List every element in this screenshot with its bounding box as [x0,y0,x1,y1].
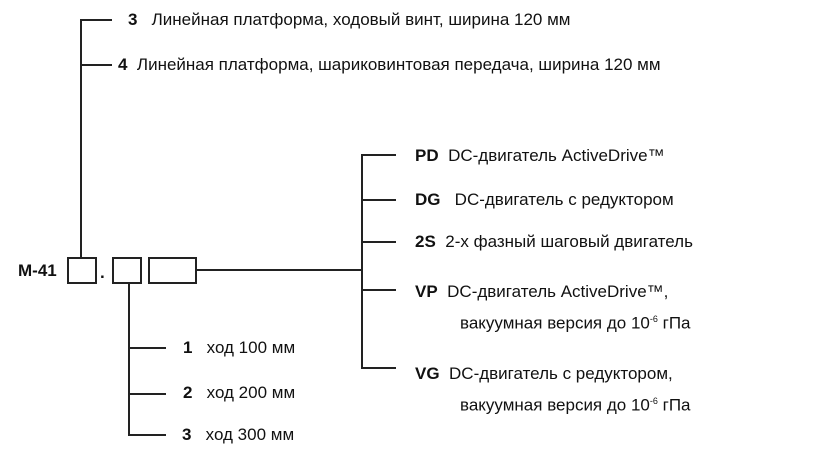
connector-line [361,241,396,243]
platform-option: 4 Линейная платформа, шариковинтовая пер… [118,55,661,75]
option-code: VP [415,282,438,301]
option-text: Линейная платформа, ходовый винт, ширина… [151,10,571,29]
option-code: 3 [182,425,192,444]
connector-line [80,19,82,258]
motor-option: DG DC-двигатель с редуктором [415,190,674,210]
unit: гПа [657,313,691,333]
motor-option-line2: вакуумная версия до 10-6 гПа [460,309,691,334]
connector-line [128,347,166,349]
option-code: 2 [183,383,193,402]
option-code: 2S [415,232,436,251]
travel-code-box [112,257,142,284]
separator-dot: . [100,263,105,282]
platform-option: 3 Линейная платформа, ходовый винт, шири… [128,10,571,30]
connector-line [361,367,396,369]
connector-line [197,269,363,271]
connector-line [128,393,166,395]
connector-line [128,434,166,436]
motor-option: VG DC-двигатель с редуктором, [415,364,673,384]
option-code: 3 [128,10,138,29]
option-text: Линейная платформа, шариковинтовая перед… [136,55,661,74]
motor-option-line2: вакуумная версия до 10-6 гПа [460,391,691,416]
travel-option: 2 ход 200 мм [183,383,295,403]
connector-line [361,154,396,156]
connector-line [128,284,130,436]
connector-line [361,289,396,291]
motor-option: 2S 2-х фазный шаговый двигатель [415,232,693,252]
option-code: VG [415,364,440,383]
option-text: DC-двигатель с редуктором [454,190,674,209]
option-code: 4 [118,55,128,74]
option-text: вакуумная версия до 10 [460,395,650,415]
connector-line [361,154,363,369]
model-prefix: M-41 [18,261,57,280]
connector-line [361,199,396,201]
travel-option: 3 ход 300 мм [182,425,294,445]
motor-option: PD DC-двигатель ActiveDrive™ [415,146,665,166]
platform-code-box [67,257,97,284]
connector-line [80,19,112,21]
option-text: DC-двигатель ActiveDrive™ [448,146,665,165]
option-text: 2-х фазный шаговый двигатель [445,232,693,251]
option-text: ход 200 мм [206,383,296,402]
option-code: PD [415,146,439,165]
connector-line [80,64,112,66]
unit: гПа [657,395,691,415]
exponent: -6 [649,314,658,324]
option-text: DC-двигатель ActiveDrive™, [447,282,669,301]
option-code: 1 [183,338,193,357]
exponent: -6 [649,396,658,406]
option-text: ход 100 мм [206,338,296,357]
option-text: ход 300 мм [205,425,295,444]
option-code: DG [415,190,441,209]
motor-option: VP DC-двигатель ActiveDrive™, [415,282,668,302]
travel-option: 1 ход 100 мм [183,338,295,358]
option-text: вакуумная версия до 10 [460,313,650,333]
motor-code-box [148,257,197,284]
option-text: DC-двигатель с редуктором, [449,364,673,383]
